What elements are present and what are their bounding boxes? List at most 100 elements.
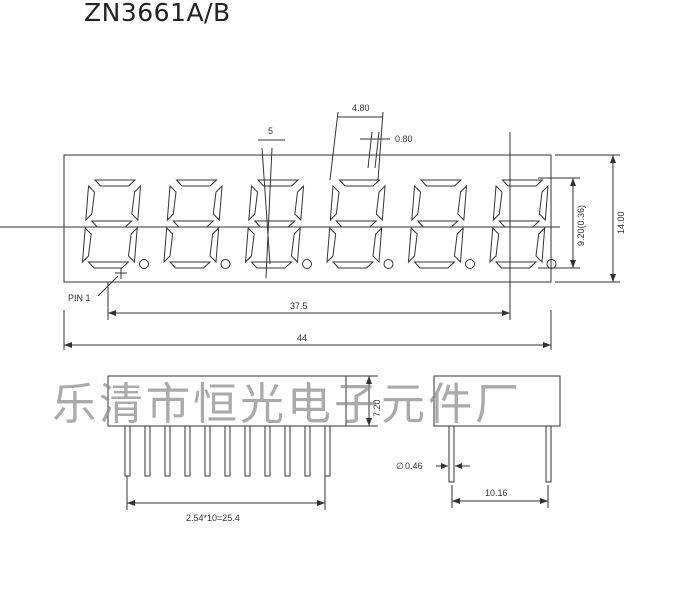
side-pin: [284, 425, 291, 477]
digit-segment: [501, 179, 544, 187]
arrow: [455, 463, 462, 469]
digit-segment: [372, 226, 383, 264]
arrow: [366, 376, 372, 384]
end-view-body: [433, 375, 561, 427]
side-height-label: 7.20: [372, 399, 382, 417]
seven-segment-digits: [81, 179, 557, 269]
digit-segment: [212, 184, 223, 222]
decimal-point: [139, 259, 149, 269]
digit-segment: [85, 184, 96, 222]
arrow: [540, 498, 548, 504]
digit-segment: [494, 261, 538, 269]
side-pin: [244, 425, 251, 477]
digit-segment: [535, 226, 546, 264]
pin-diameter-label: 0.46: [405, 461, 423, 471]
digit-segment: [375, 184, 386, 222]
digit-segment: [335, 220, 378, 228]
digit-segment: [81, 226, 92, 264]
digit-segment: [131, 184, 142, 222]
arrow: [452, 498, 460, 504]
arrow: [441, 463, 448, 469]
digit-segment: [453, 226, 464, 264]
side-view-pins: [124, 425, 331, 477]
side-pin: [204, 425, 211, 477]
digit-segment: [338, 179, 381, 187]
watermark-text: 乐清市恒光电子元件厂: [52, 379, 522, 430]
digit-segment: [331, 261, 375, 269]
seg-pitch-label: 4.80: [352, 103, 370, 113]
arrow: [64, 342, 72, 348]
end-view-pin-left: [448, 425, 455, 483]
digit-segment: [413, 261, 456, 269]
side-pin: [164, 425, 171, 477]
slant-line-a: [261, 147, 271, 265]
pin1-label: PIN 1: [68, 293, 91, 303]
side-pin: [144, 425, 151, 477]
part-number-title: ZN3661A/B: [84, 0, 231, 27]
digit-segment: [498, 220, 541, 228]
diameter-symbol: ∅: [396, 461, 404, 471]
digit-segment: [253, 220, 297, 228]
digit-segment: [492, 184, 503, 222]
pitch-ext-right: [377, 111, 384, 181]
digit-segment: [248, 184, 259, 222]
side-pin: [224, 425, 231, 477]
slant-label: 5: [268, 126, 273, 136]
arrow: [610, 274, 616, 282]
digit-segment: [175, 179, 218, 187]
row-spacing-label: 10.16: [485, 488, 508, 498]
segwidth-ext-b: [374, 131, 380, 169]
digit-height-label: 9.20(0.36): [576, 205, 586, 246]
digit-segment: [93, 179, 137, 187]
end-view-pin-right: [545, 425, 552, 483]
digit-segment: [172, 220, 215, 228]
digit-segment: [166, 184, 177, 222]
digit-segment: [538, 184, 549, 222]
body-height-label: 14.00: [616, 211, 626, 234]
decimal-point: [302, 259, 312, 269]
arrow: [317, 500, 325, 506]
side-pin: [184, 425, 191, 477]
arrow: [570, 178, 576, 186]
seg-width-label: 0.80: [395, 134, 413, 144]
arrow: [610, 155, 616, 163]
pin-pitch-label: 2.54*10=25.4: [186, 513, 240, 523]
digit-segment: [256, 179, 300, 187]
pitch-ext-left: [329, 111, 339, 181]
body-length-label: 44: [297, 333, 307, 343]
digit-segment: [457, 184, 468, 222]
decimal-point: [465, 259, 475, 269]
arrow: [366, 418, 372, 426]
side-pin: [264, 425, 271, 477]
side-pin: [124, 425, 131, 477]
digit-segment: [168, 261, 212, 269]
segwidth-ext-a: [367, 131, 373, 169]
display-body-outline: [63, 154, 552, 283]
digit-segment: [87, 261, 130, 269]
digit-segment: [419, 179, 463, 187]
digit-segment: [90, 220, 134, 228]
digit-segment: [290, 226, 301, 264]
side-pin: [304, 425, 311, 477]
decimal-point: [220, 259, 231, 269]
digit-segment: [329, 184, 340, 222]
arrow: [543, 342, 551, 348]
digit-segment: [411, 184, 422, 222]
arrow: [108, 310, 116, 316]
digit-segment: [326, 226, 337, 264]
arrow: [570, 260, 576, 268]
slant-line-b: [265, 147, 273, 279]
arrow: [127, 500, 135, 506]
decimal-point: [383, 259, 394, 269]
side-pin: [324, 425, 331, 477]
pin-span-label: 37.5: [290, 301, 308, 311]
digit-segment: [416, 220, 460, 228]
digit-segment: [244, 226, 255, 264]
digit-segment: [209, 226, 220, 264]
digit-segment: [163, 226, 174, 264]
digit-segment: [407, 226, 418, 264]
digit-segment: [489, 226, 500, 264]
digit-segment: [294, 184, 305, 222]
digit-segment: [127, 226, 138, 264]
